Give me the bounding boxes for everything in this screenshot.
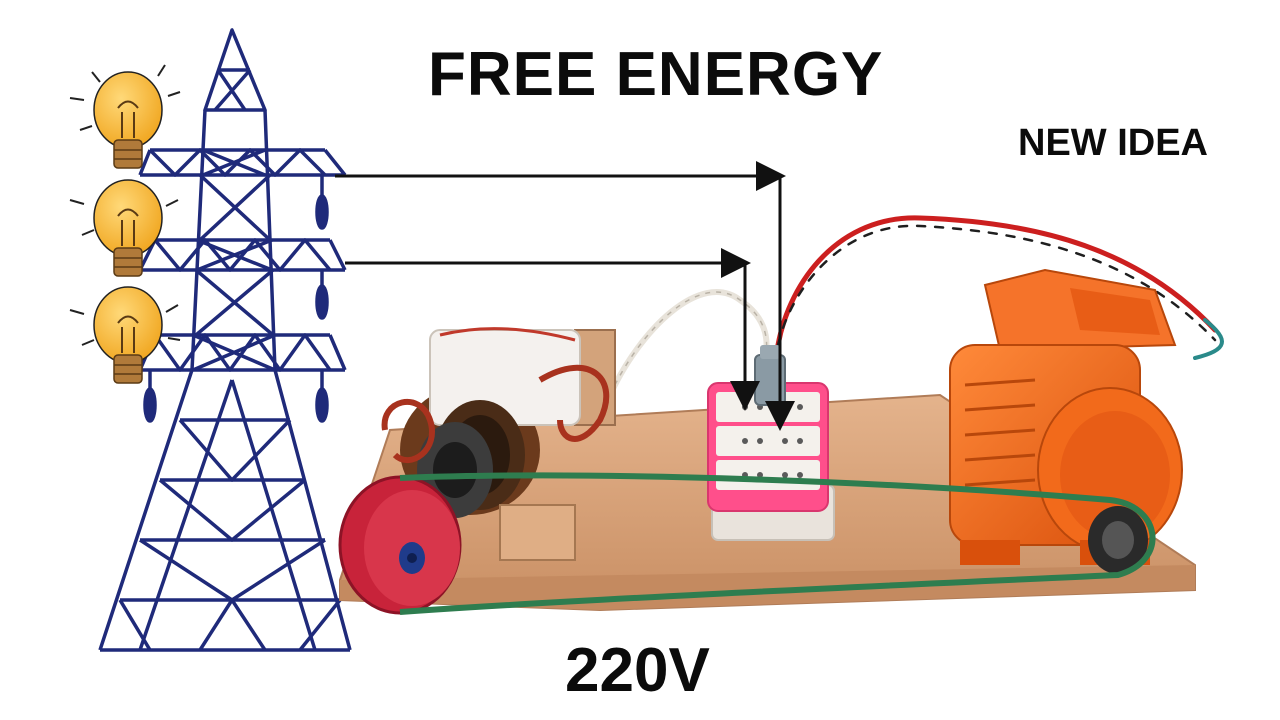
page-title: FREE ENERGY [428,40,884,109]
light-bulb-icon [69,64,181,169]
wire-arrows [335,161,795,431]
transmission-tower-icon [98,28,352,652]
subtitle: NEW IDEA [1018,122,1208,164]
socket-icon [707,345,835,541]
voltage-label: 220V [565,636,710,705]
motor-icon [949,268,1183,574]
red-wire [775,215,1224,360]
drive-belt [399,472,1156,615]
white-wire [607,289,770,397]
generator-icon [338,327,616,615]
light-bulb-icon [69,286,181,384]
light-bulb-icon [69,179,179,277]
